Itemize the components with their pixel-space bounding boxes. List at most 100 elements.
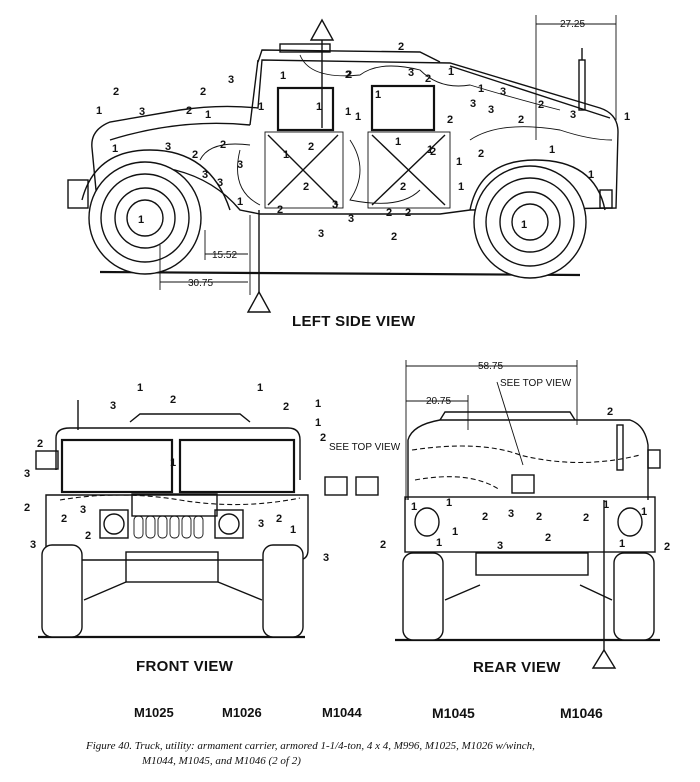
- rear-wheel: [473, 165, 587, 279]
- rear-cg-triangle: [591, 648, 617, 669]
- svg-text:2: 2: [545, 532, 551, 544]
- camo-boundary: [414, 476, 501, 491]
- rear-taillight-right: [617, 507, 643, 537]
- rear-wheel-rim-outer: [485, 177, 575, 267]
- svg-text:2: 2: [518, 114, 524, 126]
- svg-text:2: 2: [308, 141, 314, 153]
- rear-see-top-view-note: SEE TOP VIEW: [500, 378, 572, 389]
- svg-text:1: 1: [478, 83, 484, 95]
- left-side-view-drawing: 27.25 15.52 30.75 1 2 3 2 2 1 3 1 3 2 2 …: [67, 15, 630, 313]
- svg-text:1: 1: [603, 499, 609, 511]
- svg-text:1: 1: [237, 196, 243, 208]
- headlight-lens: [218, 513, 240, 535]
- camo-boundary: [59, 494, 301, 506]
- svg-text:1: 1: [345, 106, 351, 118]
- front-mirror-left: [35, 450, 59, 470]
- caption-line-2: M1044, M1045, and M1046 (2 of 2): [142, 755, 301, 767]
- rear-door-window: [370, 84, 436, 132]
- svg-text:1: 1: [280, 70, 286, 82]
- svg-text:2: 2: [200, 86, 206, 98]
- front-windshield-right: [178, 438, 296, 494]
- svg-text:3: 3: [24, 468, 30, 480]
- svg-text:1: 1: [375, 89, 381, 101]
- svg-text:2: 2: [61, 513, 67, 525]
- svg-text:3: 3: [258, 518, 264, 530]
- svg-text:3: 3: [348, 213, 354, 225]
- svg-text:3: 3: [202, 169, 208, 181]
- rear-bumper-panel: [404, 496, 656, 553]
- rear-mirror-left: [355, 476, 379, 496]
- front-roof: [129, 413, 251, 423]
- svg-text:2: 2: [277, 204, 283, 216]
- front-winch-bumper: [125, 551, 219, 583]
- svg-text:2: 2: [386, 207, 392, 219]
- rear-bumper: [599, 189, 613, 209]
- figure-caption: Figure 40. Truck, utility: armament carr…: [86, 739, 686, 769]
- grille-slots: [133, 515, 204, 539]
- front-headlight-left: [99, 509, 129, 539]
- svg-text:1: 1: [96, 105, 102, 117]
- svg-text:3: 3: [139, 106, 145, 118]
- svg-text:1: 1: [456, 156, 462, 168]
- svg-text:1: 1: [316, 101, 322, 113]
- rear-right-wheel: [613, 552, 655, 641]
- front-door-x-brace: [267, 134, 339, 206]
- rear-suspension: [444, 584, 613, 601]
- rear-wheel-hub: [511, 203, 549, 241]
- svg-text:1: 1: [521, 219, 527, 231]
- hood-line: [109, 122, 251, 141]
- svg-text:1: 1: [588, 169, 594, 181]
- front-cab-outline: [55, 427, 301, 480]
- svg-text:1: 1: [205, 109, 211, 121]
- svg-text:1: 1: [290, 524, 296, 536]
- svg-text:3: 3: [408, 67, 414, 79]
- svg-text:2: 2: [398, 41, 404, 53]
- svg-text:3: 3: [80, 504, 86, 516]
- camo-boundary: [199, 143, 261, 206]
- svg-text:1: 1: [112, 143, 118, 155]
- rear-view-title: REAR VIEW: [473, 659, 561, 676]
- svg-text:1: 1: [436, 537, 442, 549]
- svg-text:1: 1: [619, 538, 625, 550]
- svg-text:2: 2: [170, 394, 176, 406]
- rear-door-panel: [367, 131, 451, 209]
- svg-text:2: 2: [320, 432, 326, 444]
- svg-text:2: 2: [37, 438, 43, 450]
- svg-text:3: 3: [323, 552, 329, 564]
- front-door-panel: [264, 131, 344, 209]
- rear-left-wheel: [402, 552, 444, 641]
- cg-triangle-bottom: [246, 290, 272, 313]
- rear-mirror-right: [647, 449, 661, 469]
- front-windshield-left: [60, 438, 174, 494]
- svg-text:3: 3: [228, 74, 234, 86]
- front-view-drawing: 3 1 2 1 2 1 1 2 2 3 2 3 2 2 3 3 2 1 3 1 …: [24, 382, 401, 639]
- svg-text:2: 2: [345, 69, 351, 81]
- ground-line: [99, 270, 581, 277]
- svg-text:1: 1: [448, 66, 454, 78]
- side-callouts: 1 2 3 2 2 1 3 1 3 2 2 3 3 3 1 2 1 2 1 1 …: [96, 41, 630, 243]
- svg-text:1: 1: [137, 382, 143, 394]
- front-bumper: [67, 179, 89, 209]
- svg-text:2: 2: [430, 146, 436, 158]
- svg-text:1: 1: [452, 526, 458, 538]
- rear-hatch-window: [511, 474, 535, 494]
- svg-text:1: 1: [257, 382, 263, 394]
- svg-text:1: 1: [258, 101, 264, 113]
- dim-label-58-75: 58.75: [478, 361, 503, 372]
- roof: [257, 49, 441, 63]
- svg-text:2: 2: [391, 231, 397, 243]
- svg-text:3: 3: [332, 199, 338, 211]
- svg-text:2: 2: [400, 181, 406, 193]
- camo-boundary: [469, 126, 613, 141]
- svg-text:3: 3: [470, 98, 476, 110]
- camo-boundary: [299, 54, 561, 111]
- svg-text:2: 2: [85, 530, 91, 542]
- svg-text:2: 2: [583, 512, 589, 524]
- front-wheel-hub: [126, 199, 164, 237]
- svg-text:1: 1: [446, 497, 452, 509]
- svg-text:1: 1: [549, 144, 555, 156]
- svg-text:3: 3: [110, 400, 116, 412]
- svg-text:3: 3: [497, 540, 503, 552]
- svg-text:2: 2: [482, 511, 488, 523]
